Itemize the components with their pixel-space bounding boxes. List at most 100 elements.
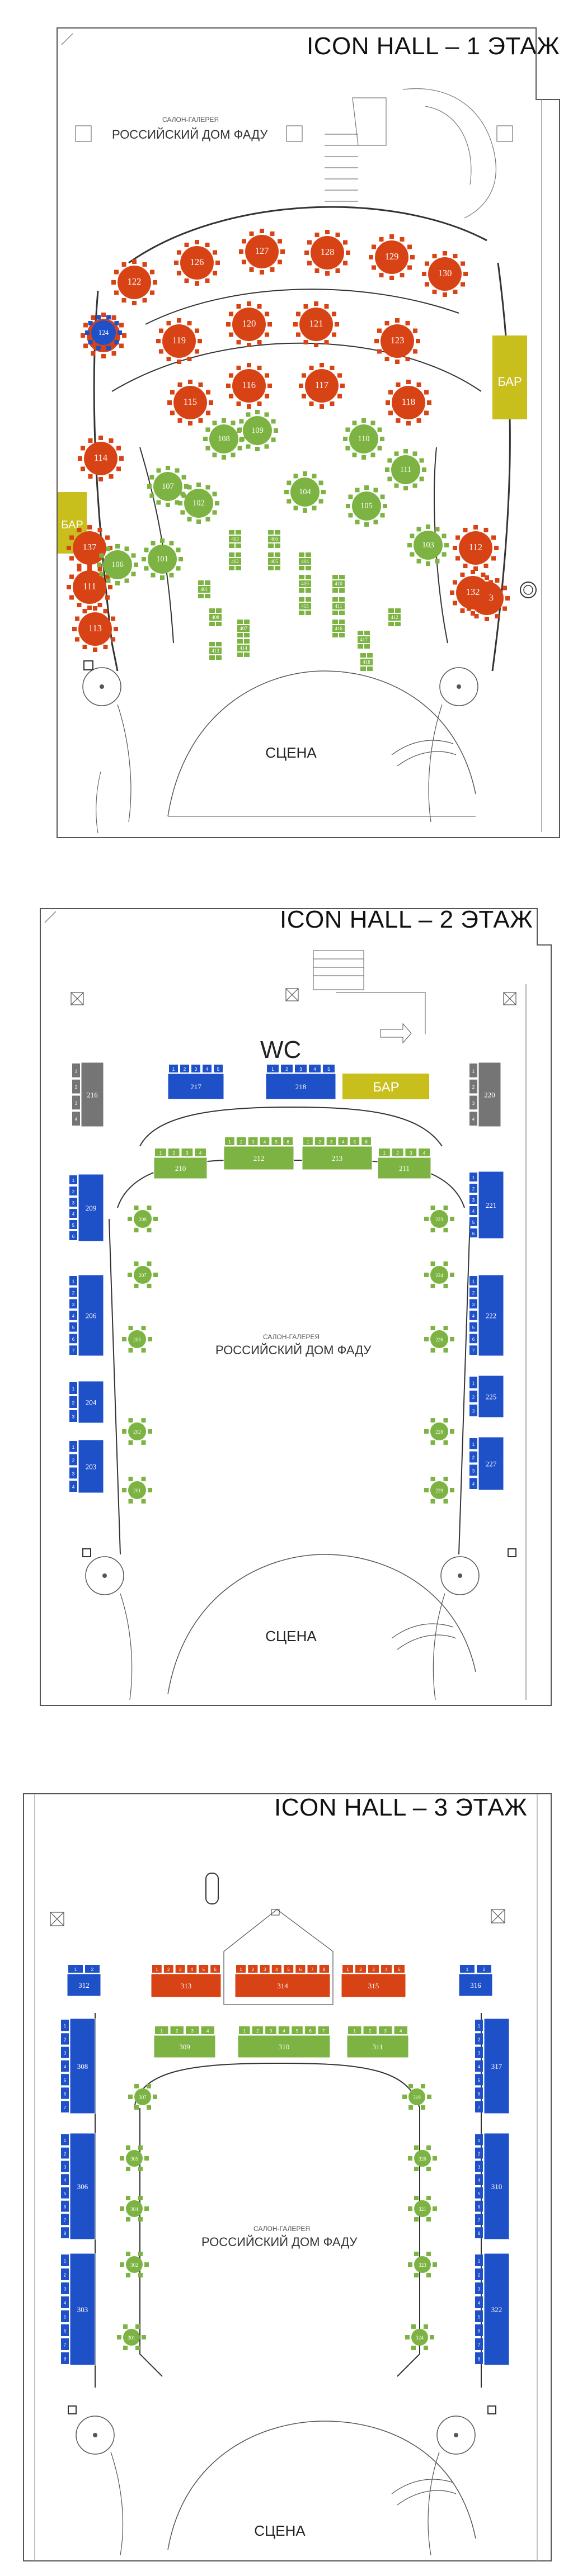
vip-table-111[interactable]: 111 — [67, 564, 112, 610]
table-101[interactable]: 101 — [142, 538, 183, 580]
vip-table-119[interactable]: 119 — [156, 318, 202, 364]
table-302[interactable]: 302 — [120, 2251, 149, 2278]
table-319[interactable]: 319 — [402, 2083, 431, 2110]
vip-table-118[interactable]: 118 — [386, 380, 431, 426]
vip-table-112[interactable]: 112 — [453, 525, 499, 571]
table-223[interactable]: 223 — [424, 1206, 454, 1232]
small-table-406[interactable]: 406 — [268, 530, 280, 548]
table-111[interactable]: 111 — [385, 449, 426, 490]
small-table-409[interactable]: 409 — [299, 575, 311, 593]
vip-table-126[interactable]: 126 — [174, 240, 220, 286]
small-table-412[interactable]: 412 — [388, 608, 401, 626]
table-324[interactable]: 324 — [405, 2324, 434, 2351]
vip-table-127[interactable]: 127 — [239, 229, 285, 275]
table-224[interactable]: 224 — [424, 1261, 454, 1288]
vip-table-130[interactable]: 130 — [422, 251, 468, 297]
small-table-404[interactable]: 404 — [299, 552, 311, 570]
table-228[interactable]: 228 — [424, 1418, 454, 1445]
svg-text:1: 1 — [472, 1279, 475, 1284]
vip-table-128[interactable]: 128 — [304, 230, 350, 276]
vip-table-114[interactable]: 114 — [78, 436, 124, 481]
table-109[interactable]: 109 — [237, 410, 278, 451]
small-table-411[interactable]: 411 — [332, 597, 345, 615]
table-307[interactable]: 307 — [128, 2083, 157, 2110]
table-304[interactable]: 304 — [120, 2195, 149, 2222]
small-table-414[interactable]: 414 — [237, 639, 250, 657]
small-table-416[interactable]: 416 — [332, 620, 345, 637]
table-301[interactable]: 301 — [117, 2324, 146, 2351]
table-108[interactable]: 108 — [203, 418, 245, 460]
table-320[interactable]: 320 — [408, 2145, 437, 2172]
vip-table-120[interactable]: 120 — [226, 301, 272, 347]
table-102[interactable]: 102 — [178, 483, 219, 524]
vip-table-132[interactable]: 132 — [450, 570, 496, 616]
table-321[interactable]: 321 — [408, 2195, 437, 2222]
small-table-413[interactable]: 413 — [209, 642, 222, 660]
table-106[interactable]: 106 — [97, 544, 138, 585]
table-208[interactable]: 208 — [128, 1206, 158, 1232]
table-201[interactable]: 201 — [122, 1477, 152, 1504]
small-table-403[interactable]: 403 — [229, 530, 241, 548]
small-table-415[interactable]: 415 — [299, 597, 311, 615]
small-table-402[interactable]: 402 — [229, 552, 241, 570]
vip-table-113[interactable]: 113 — [72, 606, 118, 652]
table-107[interactable]: 107 — [147, 466, 189, 507]
small-table-417[interactable]: 417 — [358, 631, 370, 649]
table-110[interactable]: 110 — [343, 418, 384, 460]
small-table-407[interactable]: 407 — [237, 620, 250, 637]
table-323[interactable]: 323 — [408, 2251, 437, 2278]
table-305[interactable]: 305 — [120, 2145, 149, 2172]
vip-table-129[interactable]: 129 — [369, 234, 415, 280]
table-229[interactable]: 229 — [424, 1477, 454, 1504]
table-103[interactable]: 103 — [407, 524, 449, 566]
table-124[interactable]: 124 — [85, 315, 122, 351]
table-207[interactable]: 207 — [128, 1261, 158, 1288]
small-table-408[interactable]: 408 — [209, 608, 222, 626]
table-202[interactable]: 202 — [122, 1418, 152, 1445]
vip-table-123[interactable]: 123 — [374, 318, 420, 364]
small-table-405[interactable]: 405 — [268, 552, 280, 570]
vip-table-116[interactable]: 116 — [226, 363, 272, 409]
vip-table-117[interactable]: 117 — [299, 363, 345, 409]
table-205[interactable]: 205 — [122, 1326, 152, 1353]
small-table-418[interactable]: 418 — [360, 653, 373, 671]
table-226[interactable]: 226 — [424, 1326, 454, 1353]
vip-table-121[interactable]: 121 — [293, 301, 339, 347]
small-table-410[interactable]: 410 — [332, 575, 345, 593]
table-105[interactable]: 105 — [346, 485, 387, 527]
vip-table-115[interactable]: 115 — [167, 380, 213, 426]
vip-table-122[interactable]: 122 — [111, 259, 157, 305]
small-table-401[interactable]: 401 — [198, 580, 210, 598]
table-104[interactable]: 104 — [284, 471, 326, 513]
